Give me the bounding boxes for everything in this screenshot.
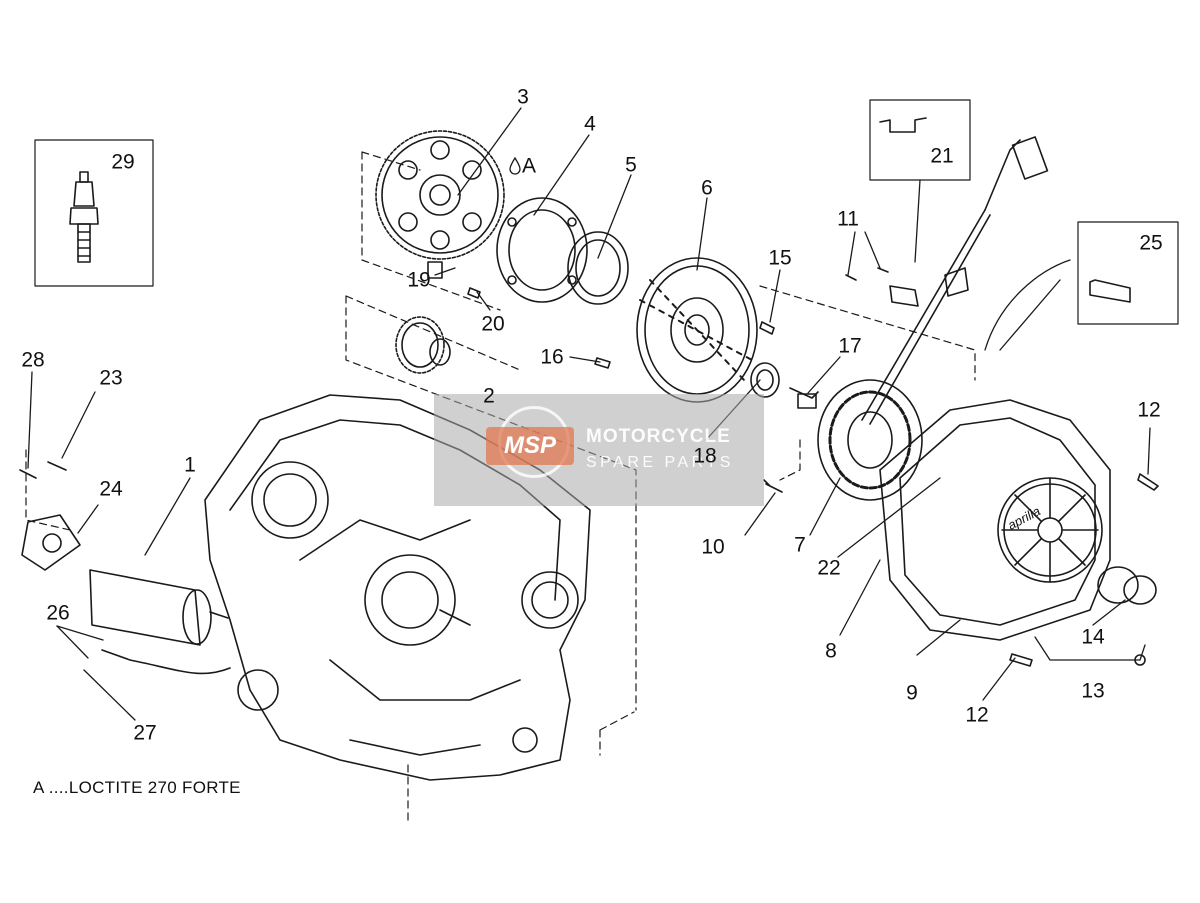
starter-motor	[21, 514, 231, 675]
callout-13: 13	[1081, 679, 1105, 703]
callout-17: 17	[838, 334, 862, 358]
watermark-subtitle: SPARE PARTS	[586, 454, 734, 471]
callout-27: 27	[133, 721, 157, 745]
callout-12b: 12	[965, 703, 989, 727]
callout-14: 14	[1081, 625, 1105, 649]
callout-12a: 12	[1137, 398, 1161, 422]
callout-11: 11	[837, 207, 859, 231]
callout-16: 16	[540, 345, 564, 369]
callout-23: 23	[99, 366, 123, 390]
engine-crankcase	[204, 394, 591, 781]
callout-25: 25	[1139, 231, 1163, 255]
callout-6: 6	[701, 176, 713, 200]
callout-26: 26	[46, 601, 70, 625]
callout-4: 4	[584, 112, 596, 136]
freewheel-bearing	[567, 231, 629, 305]
spark-plug	[34, 139, 154, 287]
freewheel-housing	[496, 197, 588, 303]
callout-15: 15	[768, 246, 792, 270]
bracket-21-box	[869, 99, 971, 181]
stator	[817, 136, 1049, 501]
callout-7: 7	[794, 533, 806, 557]
adhesive-note: A ....LOCTITE 270 FORTE	[33, 778, 241, 797]
adhesive-marker-label: A	[521, 154, 537, 178]
bracket-25-box	[1077, 221, 1179, 325]
callout-19: 19	[407, 268, 431, 292]
callout-24: 24	[99, 477, 123, 501]
callout-29: 29	[111, 150, 135, 174]
drop-icon	[509, 156, 521, 175]
generator-cover	[879, 399, 1157, 666]
callout-3: 3	[517, 85, 529, 109]
callout-1: 1	[184, 453, 196, 477]
callout-20: 20	[481, 312, 505, 336]
callout-22: 22	[817, 556, 841, 580]
callout-18: 18	[693, 444, 717, 468]
watermark: MSP MOTORCYCLE SPARE PARTS	[434, 394, 764, 506]
watermark-title: MOTORCYCLE	[586, 426, 731, 447]
small-hardware	[19, 261, 1159, 667]
callout-5: 5	[625, 153, 637, 177]
callout-21: 21	[930, 144, 954, 168]
intermediate-gear	[395, 316, 451, 374]
callout-10: 10	[701, 535, 725, 559]
callout-28: 28	[21, 348, 45, 372]
callout-9: 9	[906, 681, 918, 705]
callout-2: 2	[483, 384, 495, 408]
starter-gear	[375, 130, 505, 260]
flywheel-rotor	[636, 257, 758, 403]
watermark-badge: MSP	[486, 427, 574, 465]
callout-8: 8	[825, 639, 837, 663]
